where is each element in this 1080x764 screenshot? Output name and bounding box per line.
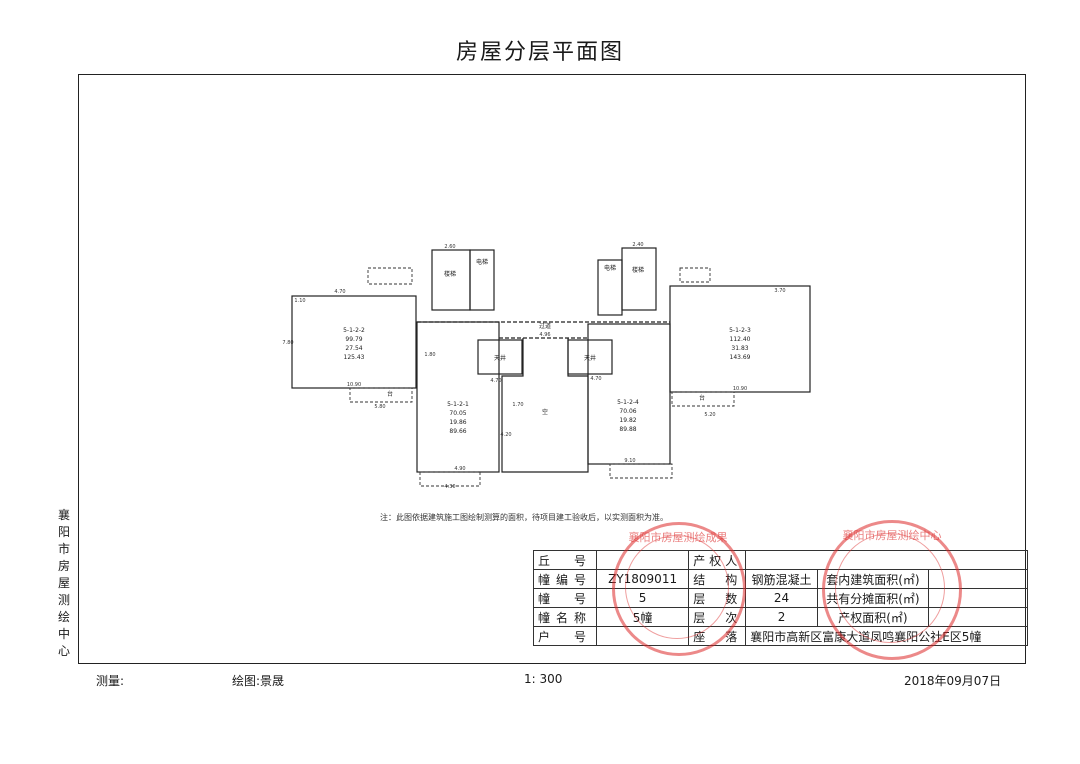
side-char: 阳 [57, 525, 70, 539]
dimension-label: 7.80 [282, 340, 293, 346]
label-building-no: 幢 号 [532, 588, 598, 608]
label-lot-no: 丘 号 [532, 550, 598, 570]
seal-text: 襄阳市房屋测绘成果 [628, 531, 728, 544]
unit-area: 19.86 [449, 419, 466, 426]
side-char: 房 [57, 559, 70, 573]
balcony-left-bottom [349, 387, 413, 403]
dimension-label: 4.70 [490, 378, 501, 384]
dimension-label: 4.90 [454, 466, 465, 472]
balcony-label: 台 [387, 390, 393, 398]
footer-scale: 1: 300 [524, 672, 563, 686]
dimension-label: 4.30 [444, 484, 455, 490]
balcony-left-top [367, 267, 413, 285]
unit-room-right-lower [587, 323, 671, 465]
dimension-label: 10.90 [347, 382, 361, 388]
unit-id: 5-1-2-3 [729, 327, 751, 334]
unit-id: 5-1-2-4 [617, 399, 639, 406]
dimension-label: 4.70 [334, 289, 345, 295]
seal-stamp-right: 襄阳市房屋测绘中心 [822, 520, 962, 660]
value-structure: 钢筋混凝土 [745, 569, 818, 589]
unit-area: 70.05 [449, 410, 466, 417]
dimension-label: 5.20 [704, 412, 715, 418]
central-void-outline [501, 338, 589, 473]
dimension-label: 3.70 [774, 288, 785, 294]
seal-stamp-left: 襄阳市房屋测绘成果 [612, 522, 746, 656]
well-label: 天井 [494, 354, 506, 362]
elevator-label: 电梯 [604, 264, 616, 272]
well-left [477, 339, 523, 375]
unit-area: 89.66 [449, 428, 466, 435]
unit-area: 143.69 [730, 354, 751, 361]
side-char: 市 [57, 542, 70, 556]
side-char: 襄 [57, 508, 70, 522]
dimension-label: 1.10 [294, 298, 305, 304]
balcony-left-lower [419, 471, 481, 487]
unit-area: 99.79 [345, 336, 362, 343]
unit-room-left [291, 295, 417, 389]
unit-area: 27.54 [345, 345, 362, 352]
stair-label: 楼梯 [444, 270, 456, 278]
balcony-right-lower [609, 463, 673, 479]
dimension-label: 4.70 [590, 376, 601, 382]
dimension-label: 4.96 [539, 332, 550, 338]
dimension-label: 9.10 [624, 458, 635, 464]
well-label: 天井 [584, 354, 596, 362]
corridor-label: 过道 [539, 322, 551, 330]
unit-area: 31.83 [731, 345, 748, 352]
elevator-block-left [469, 249, 495, 311]
well-right [567, 339, 613, 375]
footer-surveyor: 测量: [96, 674, 125, 688]
stair-block-right [621, 247, 657, 311]
side-char: 心 [57, 644, 70, 658]
side-label: 襄 阳 市 房 屋 测 绘 中 心 [56, 507, 72, 660]
dimension-label: 10.90 [733, 386, 747, 392]
balcony-label: 台 [699, 394, 705, 402]
side-char: 屋 [57, 576, 70, 590]
drawing-note: 注：此图依据建筑施工图绘制测算的面积，待项目建工验收后，以实测面积为准。 [380, 513, 668, 522]
value-floors: 24 [745, 588, 818, 608]
unit-area: 89.88 [619, 426, 636, 433]
dimension-label: 1.70 [512, 402, 523, 408]
side-char: 测 [57, 593, 70, 607]
unit-area: 125.43 [344, 354, 365, 361]
drawing-frame [78, 74, 1026, 664]
void-label: 空 [542, 408, 548, 416]
footer-date: 2018年09月07日 [904, 674, 1002, 688]
seal-text: 襄阳市房屋测绘中心 [842, 529, 942, 542]
dimension-label: 4.20 [500, 432, 511, 438]
floor-plan: 5-1-2-2 99.79 27.54 125.43 5-1-2-3 112.4… [282, 242, 811, 490]
table-row: 户 号 座 落 襄阳市高新区富康大道凤鸣襄阳公社E区5幢 [532, 626, 1028, 646]
dimension-label: 5.80 [374, 404, 385, 410]
label-building-code: 幢编号 [532, 569, 598, 589]
unit-room-left-lower [416, 321, 500, 473]
balcony-right-bottom [671, 391, 735, 407]
unit-id: 5-1-2-1 [447, 401, 469, 408]
unit-area: 112.40 [730, 336, 751, 343]
side-char: 中 [57, 627, 70, 641]
dimension-label: 2.40 [632, 242, 643, 248]
unit-area: 19.82 [619, 417, 636, 424]
side-char: 绘 [57, 610, 70, 624]
page-title: 房屋分层平面图 [455, 40, 624, 65]
unit-area: 70.06 [619, 408, 636, 415]
label-building-name: 幢名称 [532, 607, 598, 627]
stair-label: 楼梯 [632, 266, 644, 274]
dimension-label: 1.80 [424, 352, 435, 358]
balcony-right-top [679, 267, 711, 283]
stair-block-left [431, 249, 471, 311]
value-floor-level: 2 [745, 607, 818, 627]
footer-drafter: 绘图:景晟 [232, 674, 285, 688]
label-unit-no: 户 号 [532, 626, 598, 646]
dimension-label: 2.60 [444, 244, 455, 250]
elevator-label: 电梯 [476, 258, 488, 266]
unit-id: 5-1-2-2 [343, 327, 365, 334]
